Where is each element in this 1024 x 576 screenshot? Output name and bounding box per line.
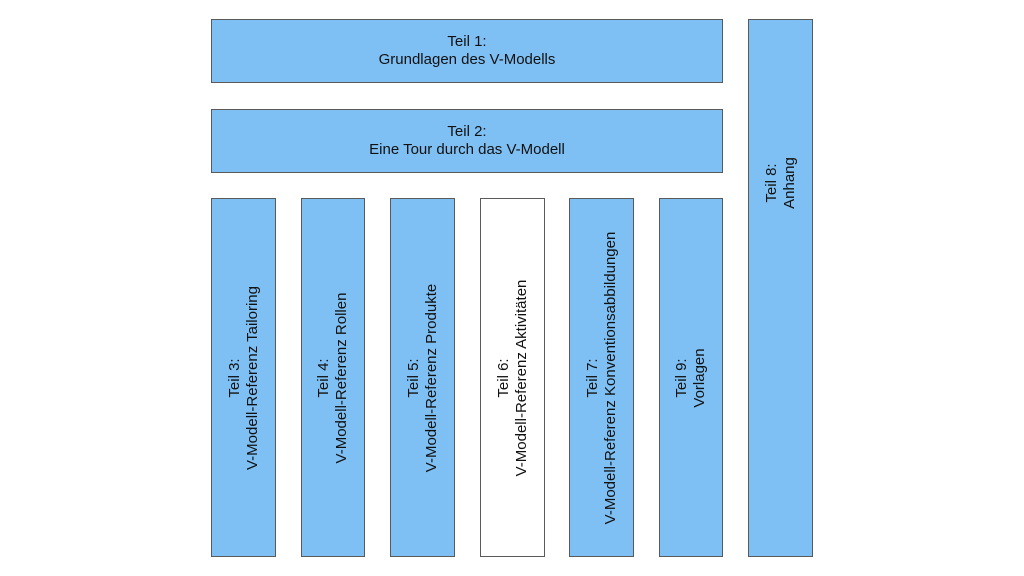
teil-7-number: Teil 7: [583,357,601,398]
box-teil-3: Teil 3: V-Modell-Referenz Tailoring [211,198,276,557]
teil-8-title: Anhang [780,157,798,209]
teil-2-title: Eine Tour durch das V-Modell [369,141,565,158]
teil-6-title: V-Modell-Referenz Aktivitäten [512,279,530,476]
teil-9-number: Teil 9: [673,357,690,398]
box-teil-5: Teil 5: V-Modell-Referenz Produkte [390,198,455,557]
teil-3-number: Teil 3: [225,357,243,398]
teil-1-number: Teil 1: [447,33,487,50]
box-teil-6: Teil 6: V-Modell-Referenz Aktivitäten [480,198,545,557]
teil-1-title: Grundlagen des V-Modells [378,51,556,68]
teil-3-title: V-Modell-Referenz Tailoring [243,285,261,470]
box-teil-7: Teil 7: V-Modell-Referenz Konventionsabb… [569,198,634,557]
teil-4-title: V-Modell-Referenz Rollen [333,292,350,463]
teil-9-title: Vorlagen [691,347,708,408]
teil-5-title: V-Modell-Referenz Produkte [422,283,440,472]
teil-4-number: Teil 4: [315,357,332,398]
teil-2-number: Teil 2: [447,123,487,140]
teil-6-number: Teil 6: [494,357,512,398]
box-teil-4: Teil 4: V-Modell-Referenz Rollen [301,198,365,557]
teil-7-title: V-Modell-Referenz Konventionsabbildungen [601,231,619,524]
box-teil-2: Teil 2: Eine Tour durch das V-Modell [211,109,723,173]
box-teil-9: Teil 9: Vorlagen [659,198,723,557]
teil-8-number: Teil 8: [762,163,780,203]
box-teil-1: Teil 1: Grundlagen des V-Modells [211,19,723,83]
teil-5-number: Teil 5: [404,357,422,398]
box-teil-8: Teil 8: Anhang [748,19,813,557]
